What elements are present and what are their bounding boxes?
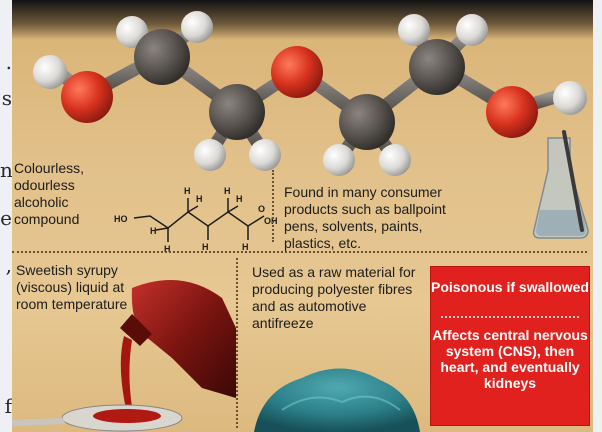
card-divider: [272, 170, 274, 242]
hydrogen-label: H: [184, 186, 191, 196]
article-text-fragment: .: [5, 50, 12, 74]
hydrogen-label: H: [164, 244, 171, 254]
consumer-uses-description: Found in many consumer products such as …: [284, 184, 446, 251]
hydrogen-label: H: [202, 242, 209, 252]
article-text-edge: . s n e , f: [0, 0, 13, 432]
hydrogen-label: H: [242, 242, 249, 252]
hydroxyl-label: HO: [114, 214, 128, 224]
article-text-fragment: s: [1, 86, 12, 110]
warning-description: Affects central nervous system (CNS), th…: [432, 327, 588, 391]
card-divider: [236, 258, 238, 428]
hydrogen-label: H: [196, 194, 203, 204]
hydrogen-label: H: [150, 226, 157, 236]
top-shadow: [12, 0, 593, 40]
article-text-fragment: e: [0, 206, 12, 230]
structural-formula-diagram: HO H H H H H H H H O OH: [114, 186, 277, 254]
hydrogen-atoms: [33, 11, 587, 176]
article-text-fragment: n: [0, 158, 13, 182]
hydroxyl-label: OH: [264, 216, 277, 226]
industrial-uses-description: Used as a raw material for producing pol…: [252, 264, 416, 331]
article-text-fragment: f: [4, 394, 12, 418]
molecule-model-illustration: [33, 11, 587, 176]
pen-icon: [562, 130, 584, 232]
carbon-atoms: [134, 29, 465, 150]
article-text-fragment: ,: [5, 253, 12, 277]
polyester-fibre-illustration: [254, 368, 420, 432]
beaker-illustration: [532, 130, 589, 239]
page-margin: [593, 0, 602, 432]
warning-divider: [441, 316, 579, 318]
warning-title: Poisonous if swallowed: [431, 279, 589, 295]
appearance-description: Colourless, odourless alcoholic compound: [14, 160, 85, 227]
oxygen-atoms: [61, 46, 538, 138]
poison-warning-box: Poisonous if swallowed Affects central n…: [430, 266, 590, 426]
oxygen-label: O: [258, 204, 265, 214]
texture-description: Sweetish syrupy (viscous) liquid at room…: [16, 262, 128, 312]
hydrogen-label: H: [236, 194, 243, 204]
syrup-bottle-illustration: [12, 280, 236, 432]
hydrogen-label: H: [224, 186, 231, 196]
card-divider: [12, 251, 587, 253]
ethylene-glycol-infographic: Colourless, odourless alcoholic compound…: [12, 0, 593, 432]
